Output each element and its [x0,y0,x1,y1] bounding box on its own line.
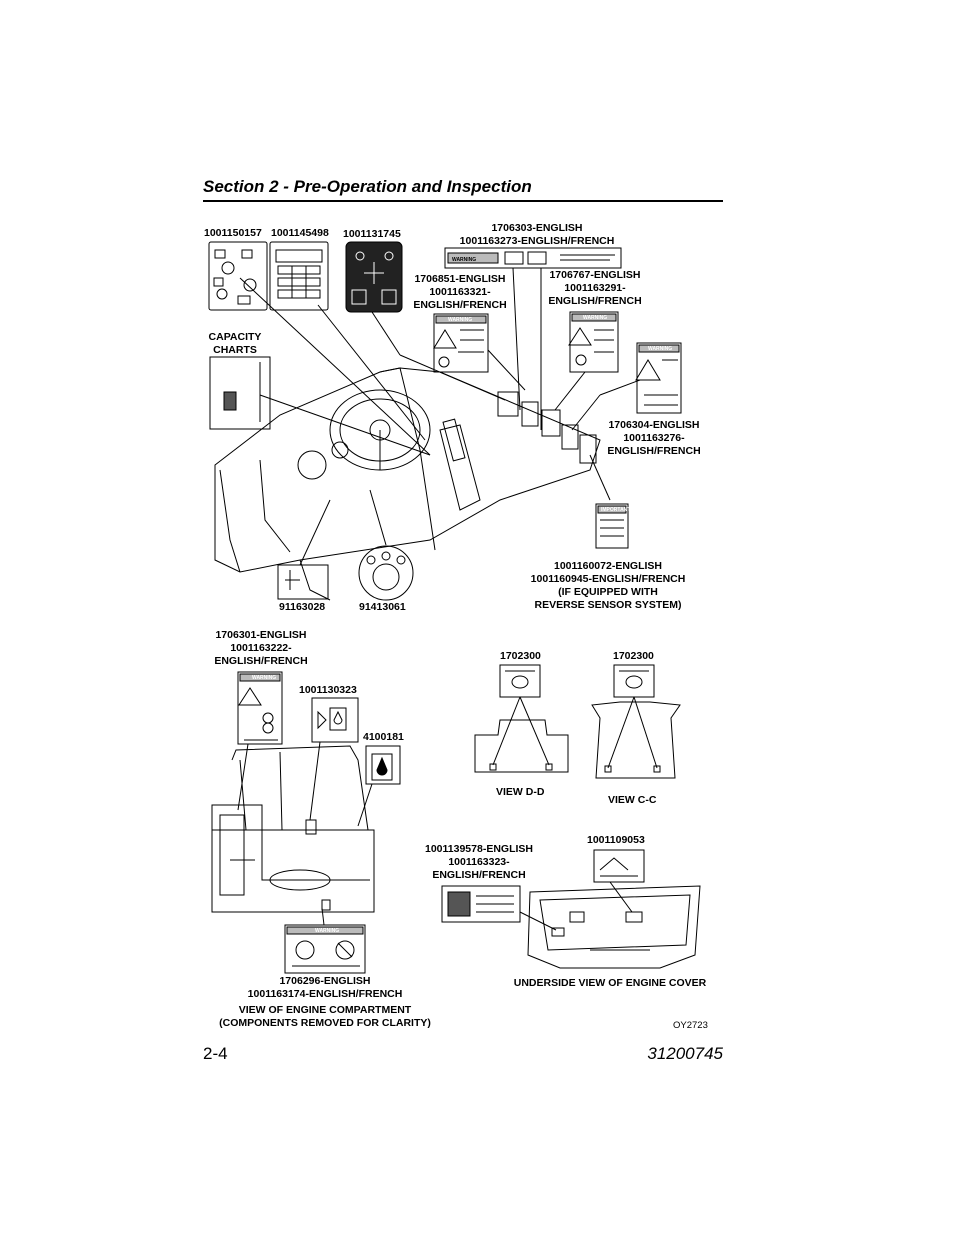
label-91413061: 91413061 [359,601,406,613]
decal-1001150157 [208,241,268,311]
decal-warning-text: WARNING [448,317,472,323]
label-4100181: 4100181 [363,731,404,743]
label-1001160072: 1001160072-ENGLISH 1001160945-ENGLISH/FR… [530,560,686,611]
decal-1706296 [284,924,366,974]
decal-1001139578 [441,885,521,923]
label-1706296: 1706296-ENGLISH 1001163174-ENGLISH/FRENC… [247,975,403,1000]
label-1001139578: 1001139578-ENGLISH 1001163323- ENGLISH/F… [425,843,533,881]
decal-1706303 [444,247,622,269]
cab-dashboard-illustration [214,367,601,601]
engine-compartment-illustration [211,745,375,913]
decal-warning-text: WARNING [315,928,339,934]
leader-lines-upper [239,267,641,566]
decal-1702300-right [613,664,655,698]
label-view-c-c: VIEW C-C [608,794,657,806]
document-number: 31200745 [647,1044,723,1063]
label-1706301: 1706301-ENGLISH 1001163222- ENGLISH/FREN… [214,629,308,667]
decal-capacity-charts [209,356,271,430]
decal-1001131745 [345,241,403,313]
decal-91413061 [358,545,414,601]
view-c-c-illustration [591,696,681,779]
decal-1001109053 [593,849,645,883]
header-rule [203,200,723,202]
decal-91163028 [277,564,329,600]
label-91163028: 91163028 [279,601,326,613]
label-capacity-charts: CAPACITY CHARTS [208,331,262,356]
label-engine-compartment: VIEW OF ENGINE COMPARTMENT (COMPONENTS R… [219,1004,431,1029]
decal-1706767 [568,311,619,373]
engine-cover-illustration [519,881,701,969]
label-1702300-right: 1702300 [613,650,654,662]
decal-1706304 [635,342,682,414]
section-header: Section 2 - Pre-Operation and Inspection [203,176,723,202]
decal-warning-text: WARNING [648,346,672,352]
decal-1001130323 [311,697,359,743]
label-view-d-d: VIEW D-D [496,786,545,798]
label-1001130323: 1001130323 [299,684,357,696]
label-1706303: 1706303-ENGLISH 1001163273-ENGLISH/FRENC… [459,222,615,247]
section-title: Section 2 - Pre-Operation and Inspection [203,177,532,196]
page-number: 2-4 [203,1044,228,1063]
decal-4100181 [365,745,401,785]
label-1702300-left: 1702300 [500,650,541,662]
label-1001131745: 1001131745 [343,228,401,240]
decal-1706851 [433,313,489,373]
decal-important-text: IMPORTANT [601,507,630,513]
decal-1001160072 [595,503,629,549]
label-1001145498: 1001145498 [271,227,329,239]
figure-id: OY2723 [673,1020,708,1031]
decal-1001145498 [269,241,329,311]
label-1001150157: 1001150157 [204,227,262,239]
decal-warning-text: WARNING [252,675,276,681]
decal-1702300-left [499,664,541,698]
label-1706767: 1706767-ENGLISH 1001163291- ENGLISH/FREN… [548,269,642,307]
label-underside-engine-cover: UNDERSIDE VIEW OF ENGINE COVER [513,977,707,989]
decal-warning-text: WARNING [452,257,476,263]
decal-warning-text: WARNING [583,315,607,321]
view-d-d-illustration [474,696,569,773]
label-1706851: 1706851-ENGLISH 1001163321- ENGLISH/FREN… [413,273,507,311]
decal-1706301 [237,671,283,745]
label-1001109053: 1001109053 [587,834,645,846]
label-1706304: 1706304-ENGLISH 1001163276- ENGLISH/FREN… [607,419,701,457]
leader-lines-lower-left [237,741,373,926]
